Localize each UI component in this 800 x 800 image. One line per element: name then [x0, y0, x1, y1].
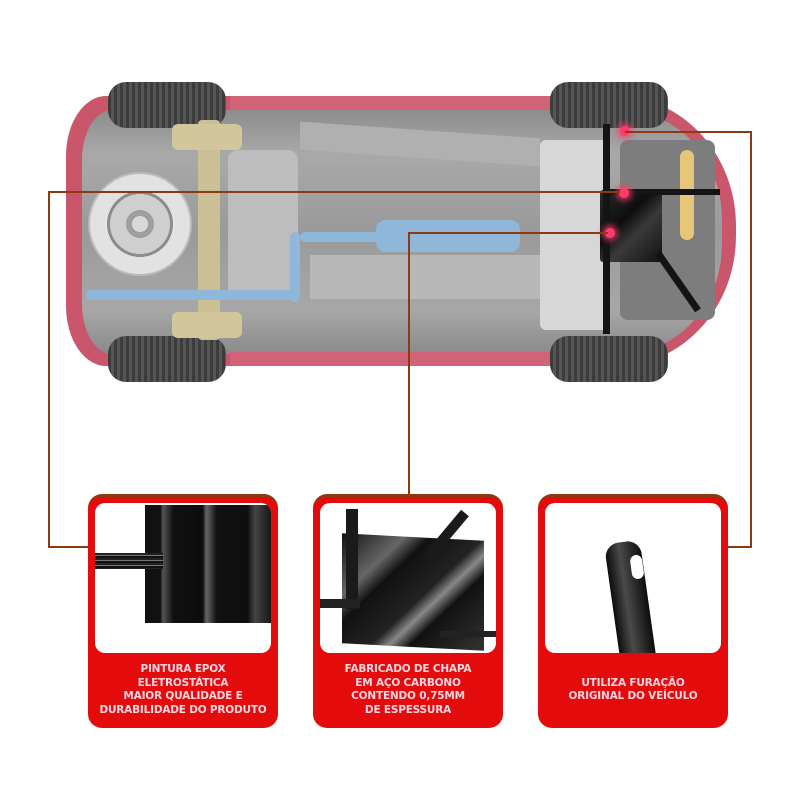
splash-guard-plate — [600, 190, 662, 262]
bracket-photo — [545, 503, 721, 653]
full-guard-photo — [320, 503, 496, 653]
front-left-tire — [550, 82, 668, 128]
side-sill-top — [230, 96, 550, 110]
bracket-arm — [604, 539, 656, 653]
caption-line: CONTENDO 0,75MM — [351, 690, 465, 702]
splash-guard-bracket-horizontal — [610, 189, 720, 195]
feature-caption: FABRICADO DE CHAPA EM AÇO CARBONO CONTEN… — [313, 655, 503, 725]
car-underbody-image — [66, 82, 736, 382]
callout-dot-plate-detail — [619, 188, 629, 198]
caption-line: PINTURA EPOX — [140, 663, 226, 675]
exhaust-pipe-bend — [290, 232, 300, 302]
feature-card-carbon-steel: FABRICADO DE CHAPA EM AÇO CARBONO CONTEN… — [313, 494, 503, 728]
exhaust-tailpipe — [86, 290, 296, 300]
guard-post — [346, 509, 358, 609]
plate-closeup-photo — [95, 503, 271, 653]
rear-axle-beam — [198, 120, 220, 340]
front-right-tire — [550, 336, 668, 382]
guard-bar-left — [320, 599, 360, 608]
feature-caption: PINTURA EPOX ELETROSTÁTICA MAIOR QUALIDA… — [88, 655, 278, 725]
guard-bar-right — [440, 631, 496, 637]
caption-line: UTILIZA FURAÇÃO — [581, 676, 685, 689]
caption-line: FABRICADO DE CHAPA — [344, 663, 472, 675]
floor-rail-middle — [310, 255, 540, 299]
caption-line: DE ESPESSURA — [364, 703, 452, 716]
feature-caption: UTILIZA FURAÇÃO ORIGINAL DO VEÍCULO — [538, 655, 728, 725]
plate-surface — [145, 505, 271, 623]
fuel-tank — [228, 150, 298, 300]
muffler — [376, 220, 520, 252]
caption-line: DURABILIDADE DO PRODUTO — [99, 703, 267, 716]
rear-axle-mount-top — [172, 124, 242, 150]
caption-line: ELETROSTÁTICA — [137, 676, 229, 689]
feature-card-epoxy-paint: PINTURA EPOX ELETROSTÁTICA MAIOR QUALIDA… — [88, 494, 278, 728]
caption-line: ORIGINAL DO VEÍCULO — [568, 690, 698, 702]
feature-card-original-holes: UTILIZA FURAÇÃO ORIGINAL DO VEÍCULO — [538, 494, 728, 728]
spare-wheel — [88, 172, 192, 276]
front-subframe — [540, 140, 610, 330]
caption-line: EM AÇO CARBONO — [355, 676, 461, 689]
plate-support-bar — [95, 553, 163, 569]
callout-dot-full-guard — [605, 228, 615, 238]
caption-line: MAIOR QUALIDADE E — [123, 690, 243, 702]
exhaust-pipe — [300, 232, 380, 242]
rear-right-tire — [108, 336, 226, 382]
side-sill-bottom — [230, 352, 550, 366]
rear-axle-mount-bottom — [172, 312, 242, 338]
coolant-hose — [680, 150, 694, 240]
